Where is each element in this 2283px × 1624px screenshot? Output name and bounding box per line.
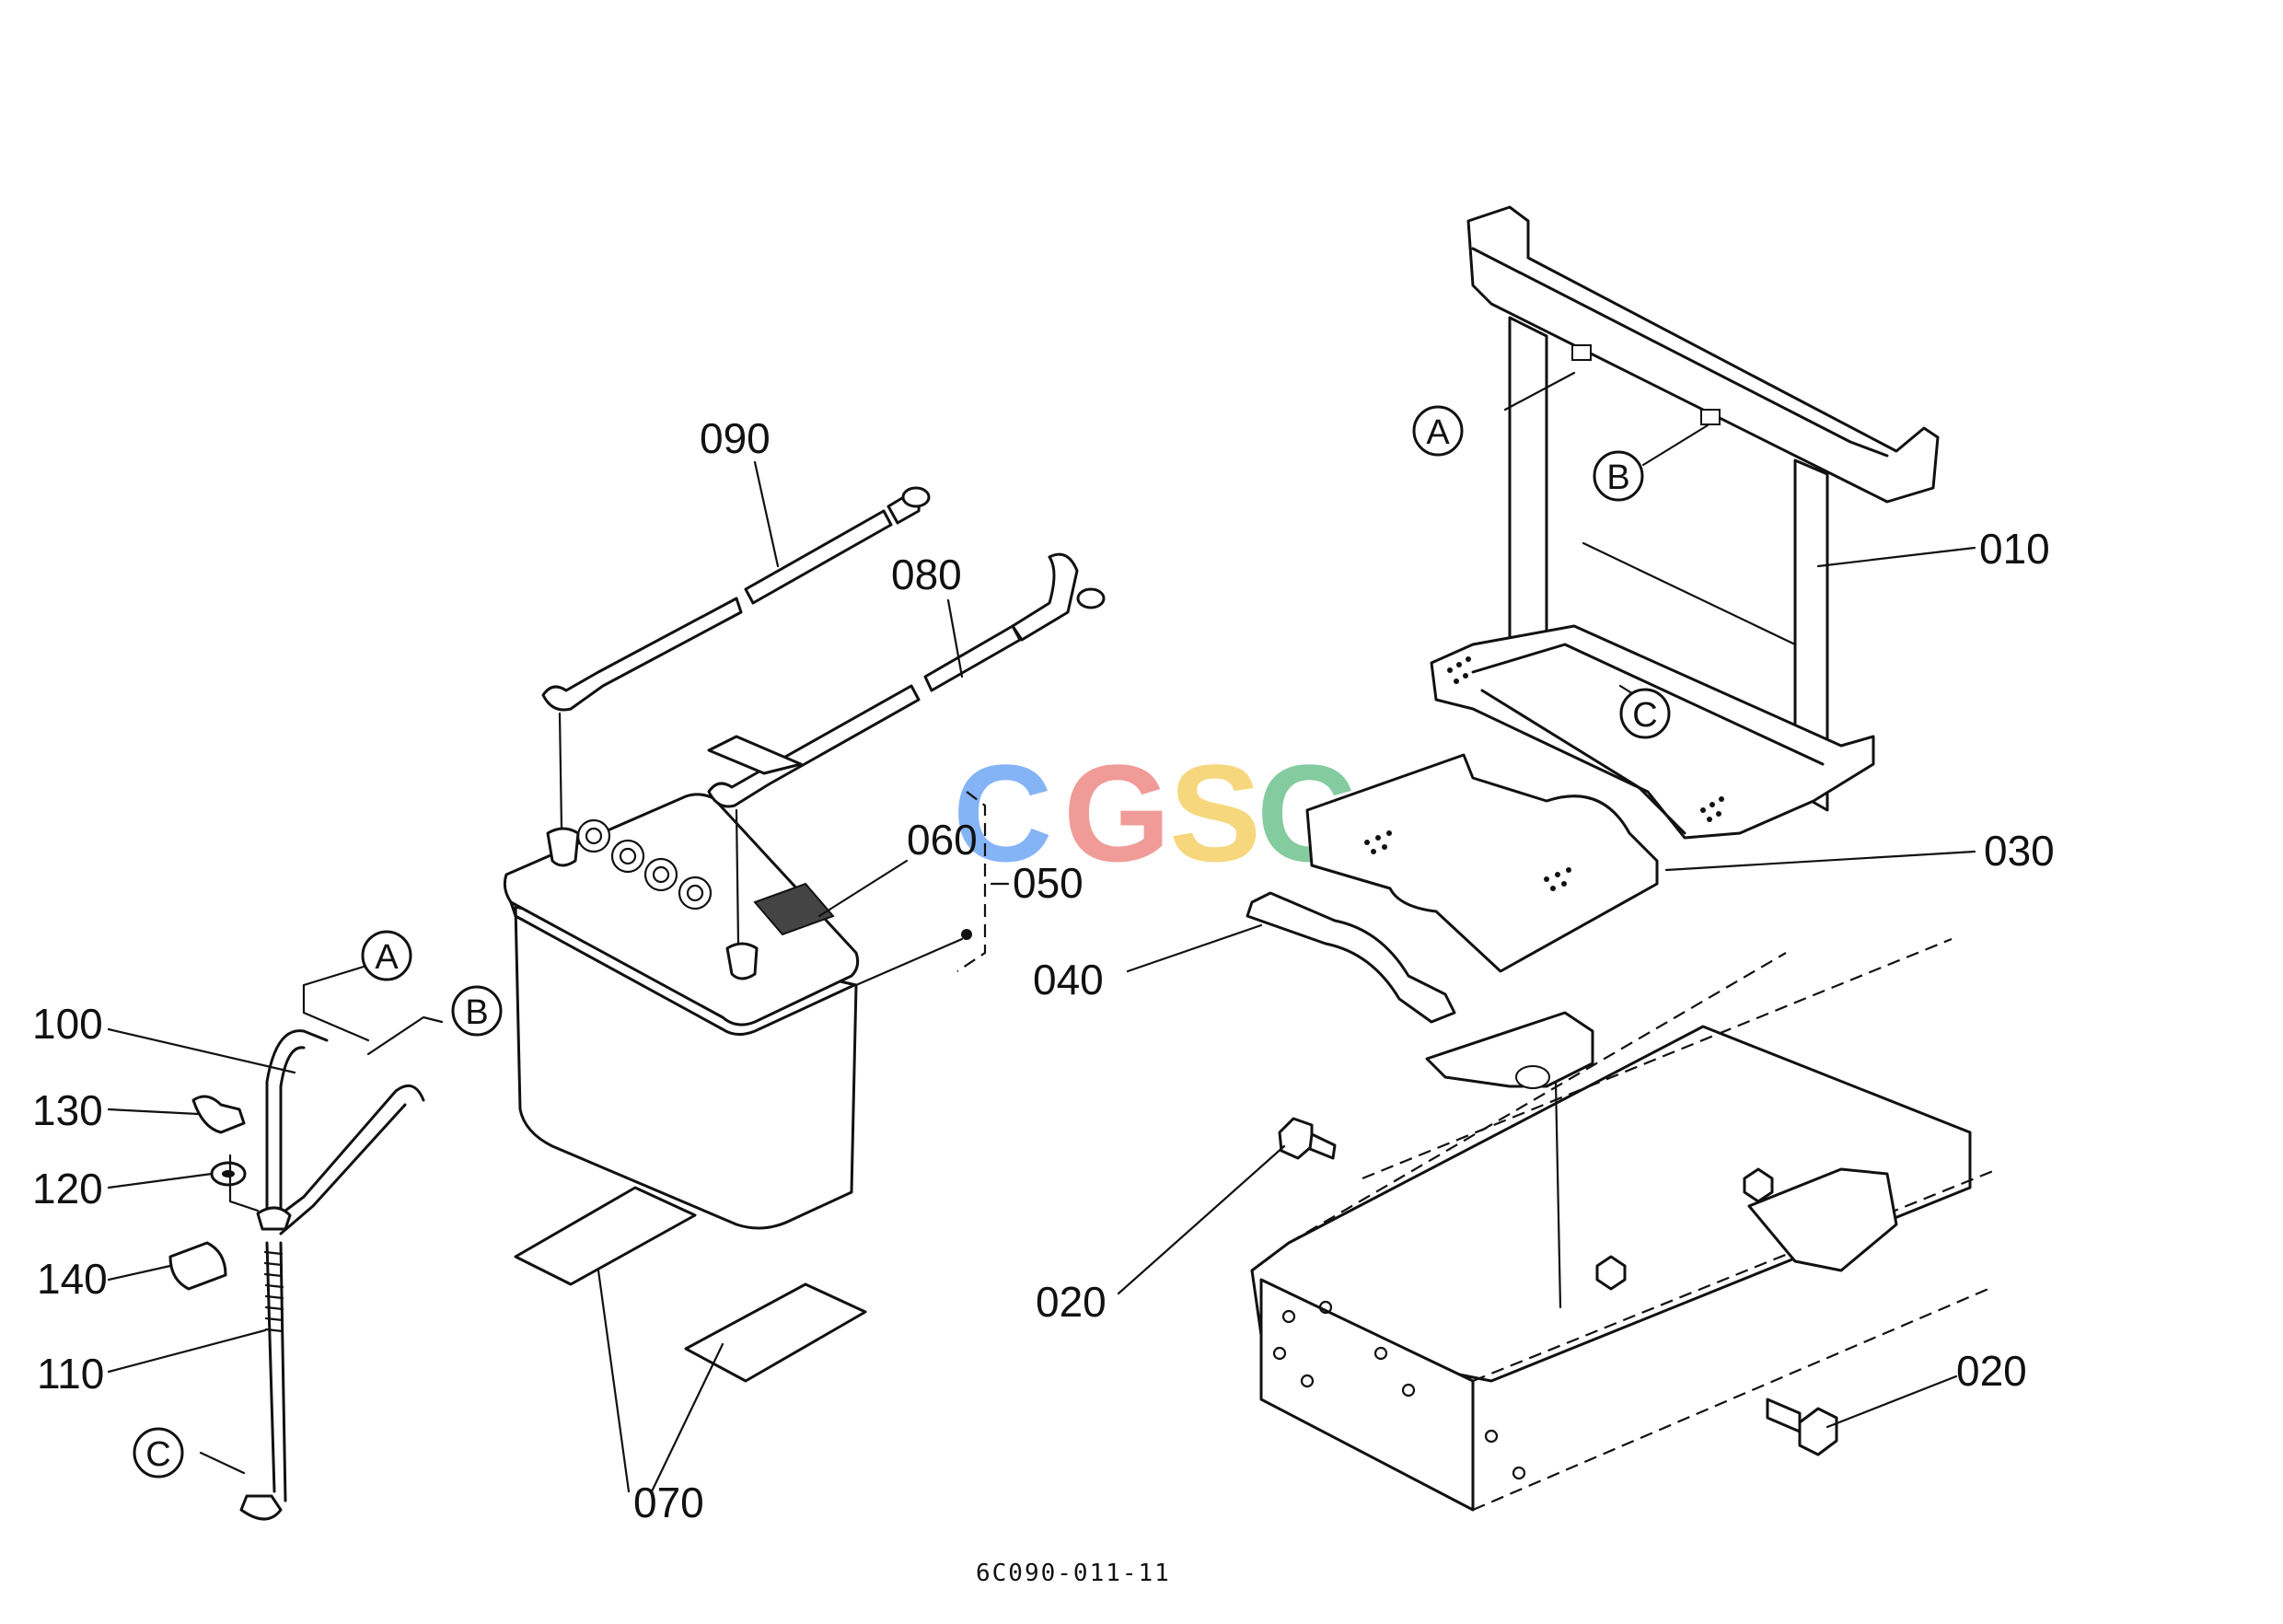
svg-text:B: B [1606, 458, 1629, 497]
part-label-120: 120 [32, 1165, 103, 1212]
part-label-110: 110 [37, 1350, 104, 1398]
part-label-020-lower: 020 [1956, 1347, 2027, 1395]
part-label-050: 050 [1013, 859, 1084, 907]
part-label-040: 040 [1033, 956, 1104, 1003]
ref-marker-a-left: A [361, 930, 412, 981]
watermark-letter-1: C [953, 736, 1052, 890]
svg-text:A: A [375, 938, 399, 977]
ref-marker-b-left: B [451, 985, 503, 1037]
part-label-080: 080 [891, 551, 962, 598]
svg-text:A: A [1426, 413, 1450, 452]
part-label-020-upper: 020 [1036, 1278, 1107, 1326]
part-label-060: 060 [907, 816, 978, 864]
bolt-020-upper [1278, 1117, 1337, 1160]
watermark-letter-3: S [1169, 736, 1261, 890]
svg-text:C: C [145, 1435, 170, 1474]
part-label-010: 010 [1979, 525, 2050, 573]
part-label-030: 030 [1984, 827, 2055, 875]
cushion-040 [1246, 891, 1456, 1024]
holder-rods [168, 965, 444, 1521]
part-label-100: 100 [32, 1000, 103, 1048]
ref-marker-b-right: B [1593, 450, 1644, 502]
pads-070 [514, 1186, 867, 1383]
svg-text:B: B [465, 993, 488, 1032]
watermark-letter-2: G [1063, 736, 1171, 890]
part-label-090: 090 [700, 414, 771, 462]
svg-text:C: C [1632, 696, 1657, 735]
watermark: C G S C [953, 736, 1356, 890]
part-label-130: 130 [32, 1086, 103, 1134]
ref-marker-c-left: C [133, 1427, 184, 1479]
frame-010 [1430, 205, 1940, 840]
part-label-140: 140 [37, 1255, 108, 1303]
chassis-base [1250, 937, 1999, 1512]
mat-030 [1305, 753, 1659, 973]
cable-090 [541, 486, 931, 830]
cable-080 [707, 552, 1106, 945]
bolt-020-lower [1766, 1398, 1838, 1456]
battery [503, 793, 860, 1230]
ref-marker-a-right: A [1412, 405, 1464, 457]
bracket-050 [956, 791, 987, 972]
part-label-070: 070 [633, 1479, 704, 1526]
figure-code: 6C090-011-11 [976, 1560, 1171, 1587]
ref-marker-c-right: C [1619, 688, 1671, 739]
